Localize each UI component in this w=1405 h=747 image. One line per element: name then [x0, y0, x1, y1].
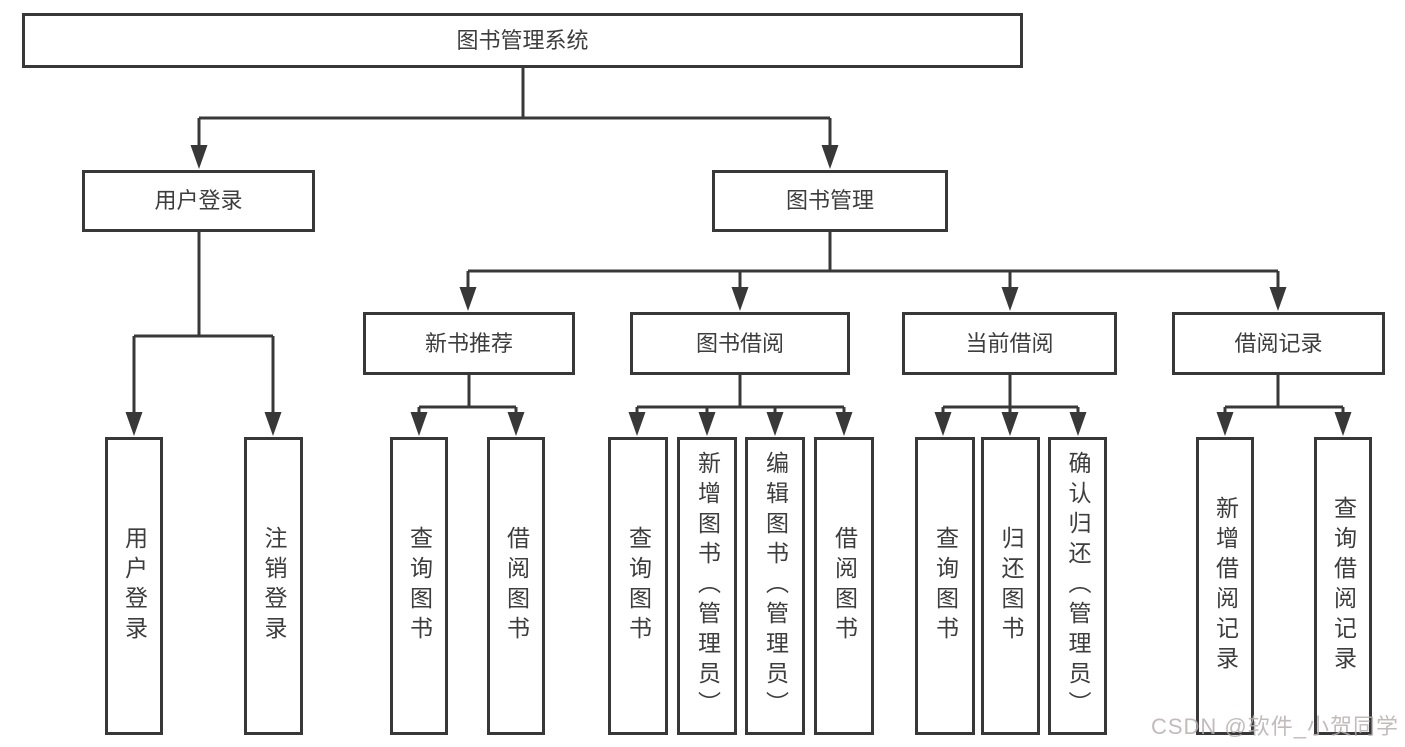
leaf-recommend-borrow-books: 借阅图书: [487, 437, 545, 735]
node-library-system: 图书管理系统: [22, 13, 1023, 68]
leaf-recommend-query-books-label: 查询图书: [406, 526, 433, 646]
leaf-query-borrow-record: 查询借阅记录: [1314, 437, 1372, 735]
leaf-add-borrow-record: 新增借阅记录: [1196, 437, 1254, 735]
node-borrowing-records-label: 借阅记录: [1234, 330, 1323, 356]
leaf-add-borrow-record-label: 新增借阅记录: [1212, 496, 1239, 676]
leaf-edit-books-admin-label: 编辑图书（管理员）: [762, 451, 789, 721]
leaf-return-books: 归还图书: [981, 437, 1040, 735]
node-library-system-label: 图书管理系统: [456, 27, 589, 53]
leaf-user-login: 用户登录: [105, 437, 163, 735]
node-current-borrowing: 当前借阅: [902, 312, 1117, 375]
leaf-confirm-return-admin: 确认归还（管理员）: [1048, 437, 1107, 735]
leaf-add-books-admin-label: 新增图书（管理员）: [694, 451, 721, 721]
leaf-recommend-query-books: 查询图书: [390, 437, 448, 735]
leaf-logout-label: 注销登录: [261, 526, 287, 646]
leaf-current-query-books-label: 查询图书: [932, 526, 959, 646]
node-user-login-label: 用户登录: [154, 188, 243, 213]
node-book-management: 图书管理: [712, 170, 948, 232]
leaf-borrowing-borrow-books: 借阅图书: [814, 437, 874, 735]
node-new-book-recommend-label: 新书推荐: [424, 330, 513, 356]
leaf-borrowing-query-books-label: 查询图书: [625, 526, 652, 646]
leaf-current-query-books: 查询图书: [915, 437, 975, 735]
node-book-borrowing: 图书借阅: [630, 312, 850, 375]
leaf-borrowing-borrow-books-label: 借阅图书: [831, 526, 858, 646]
node-book-borrowing-label: 图书借阅: [695, 330, 784, 356]
leaf-add-books-admin: 新增图书（管理员）: [677, 437, 737, 735]
csdn-watermark: CSDN @软件_小贺同学: [1150, 714, 1399, 739]
leaf-return-books-label: 归还图书: [998, 526, 1024, 646]
arrowheads: [125, 145, 1352, 436]
node-borrowing-records: 借阅记录: [1172, 312, 1385, 375]
leaf-confirm-return-admin-label: 确认归还（管理员）: [1065, 451, 1091, 721]
leaf-user-login-label: 用户登录: [121, 526, 148, 646]
leaf-recommend-borrow-books-label: 借阅图书: [503, 526, 530, 646]
leaf-borrowing-query-books: 查询图书: [608, 437, 668, 735]
leaf-query-borrow-record-label: 查询借阅记录: [1330, 496, 1357, 676]
node-current-borrowing-label: 当前借阅: [965, 330, 1054, 356]
leaf-edit-books-admin: 编辑图书（管理员）: [745, 437, 805, 735]
connector-trunks: [132, 66, 1345, 416]
node-user-login: 用户登录: [82, 170, 315, 232]
node-new-book-recommend: 新书推荐: [363, 312, 575, 375]
node-book-management-label: 图书管理: [785, 188, 874, 213]
leaf-logout: 注销登录: [244, 437, 303, 735]
